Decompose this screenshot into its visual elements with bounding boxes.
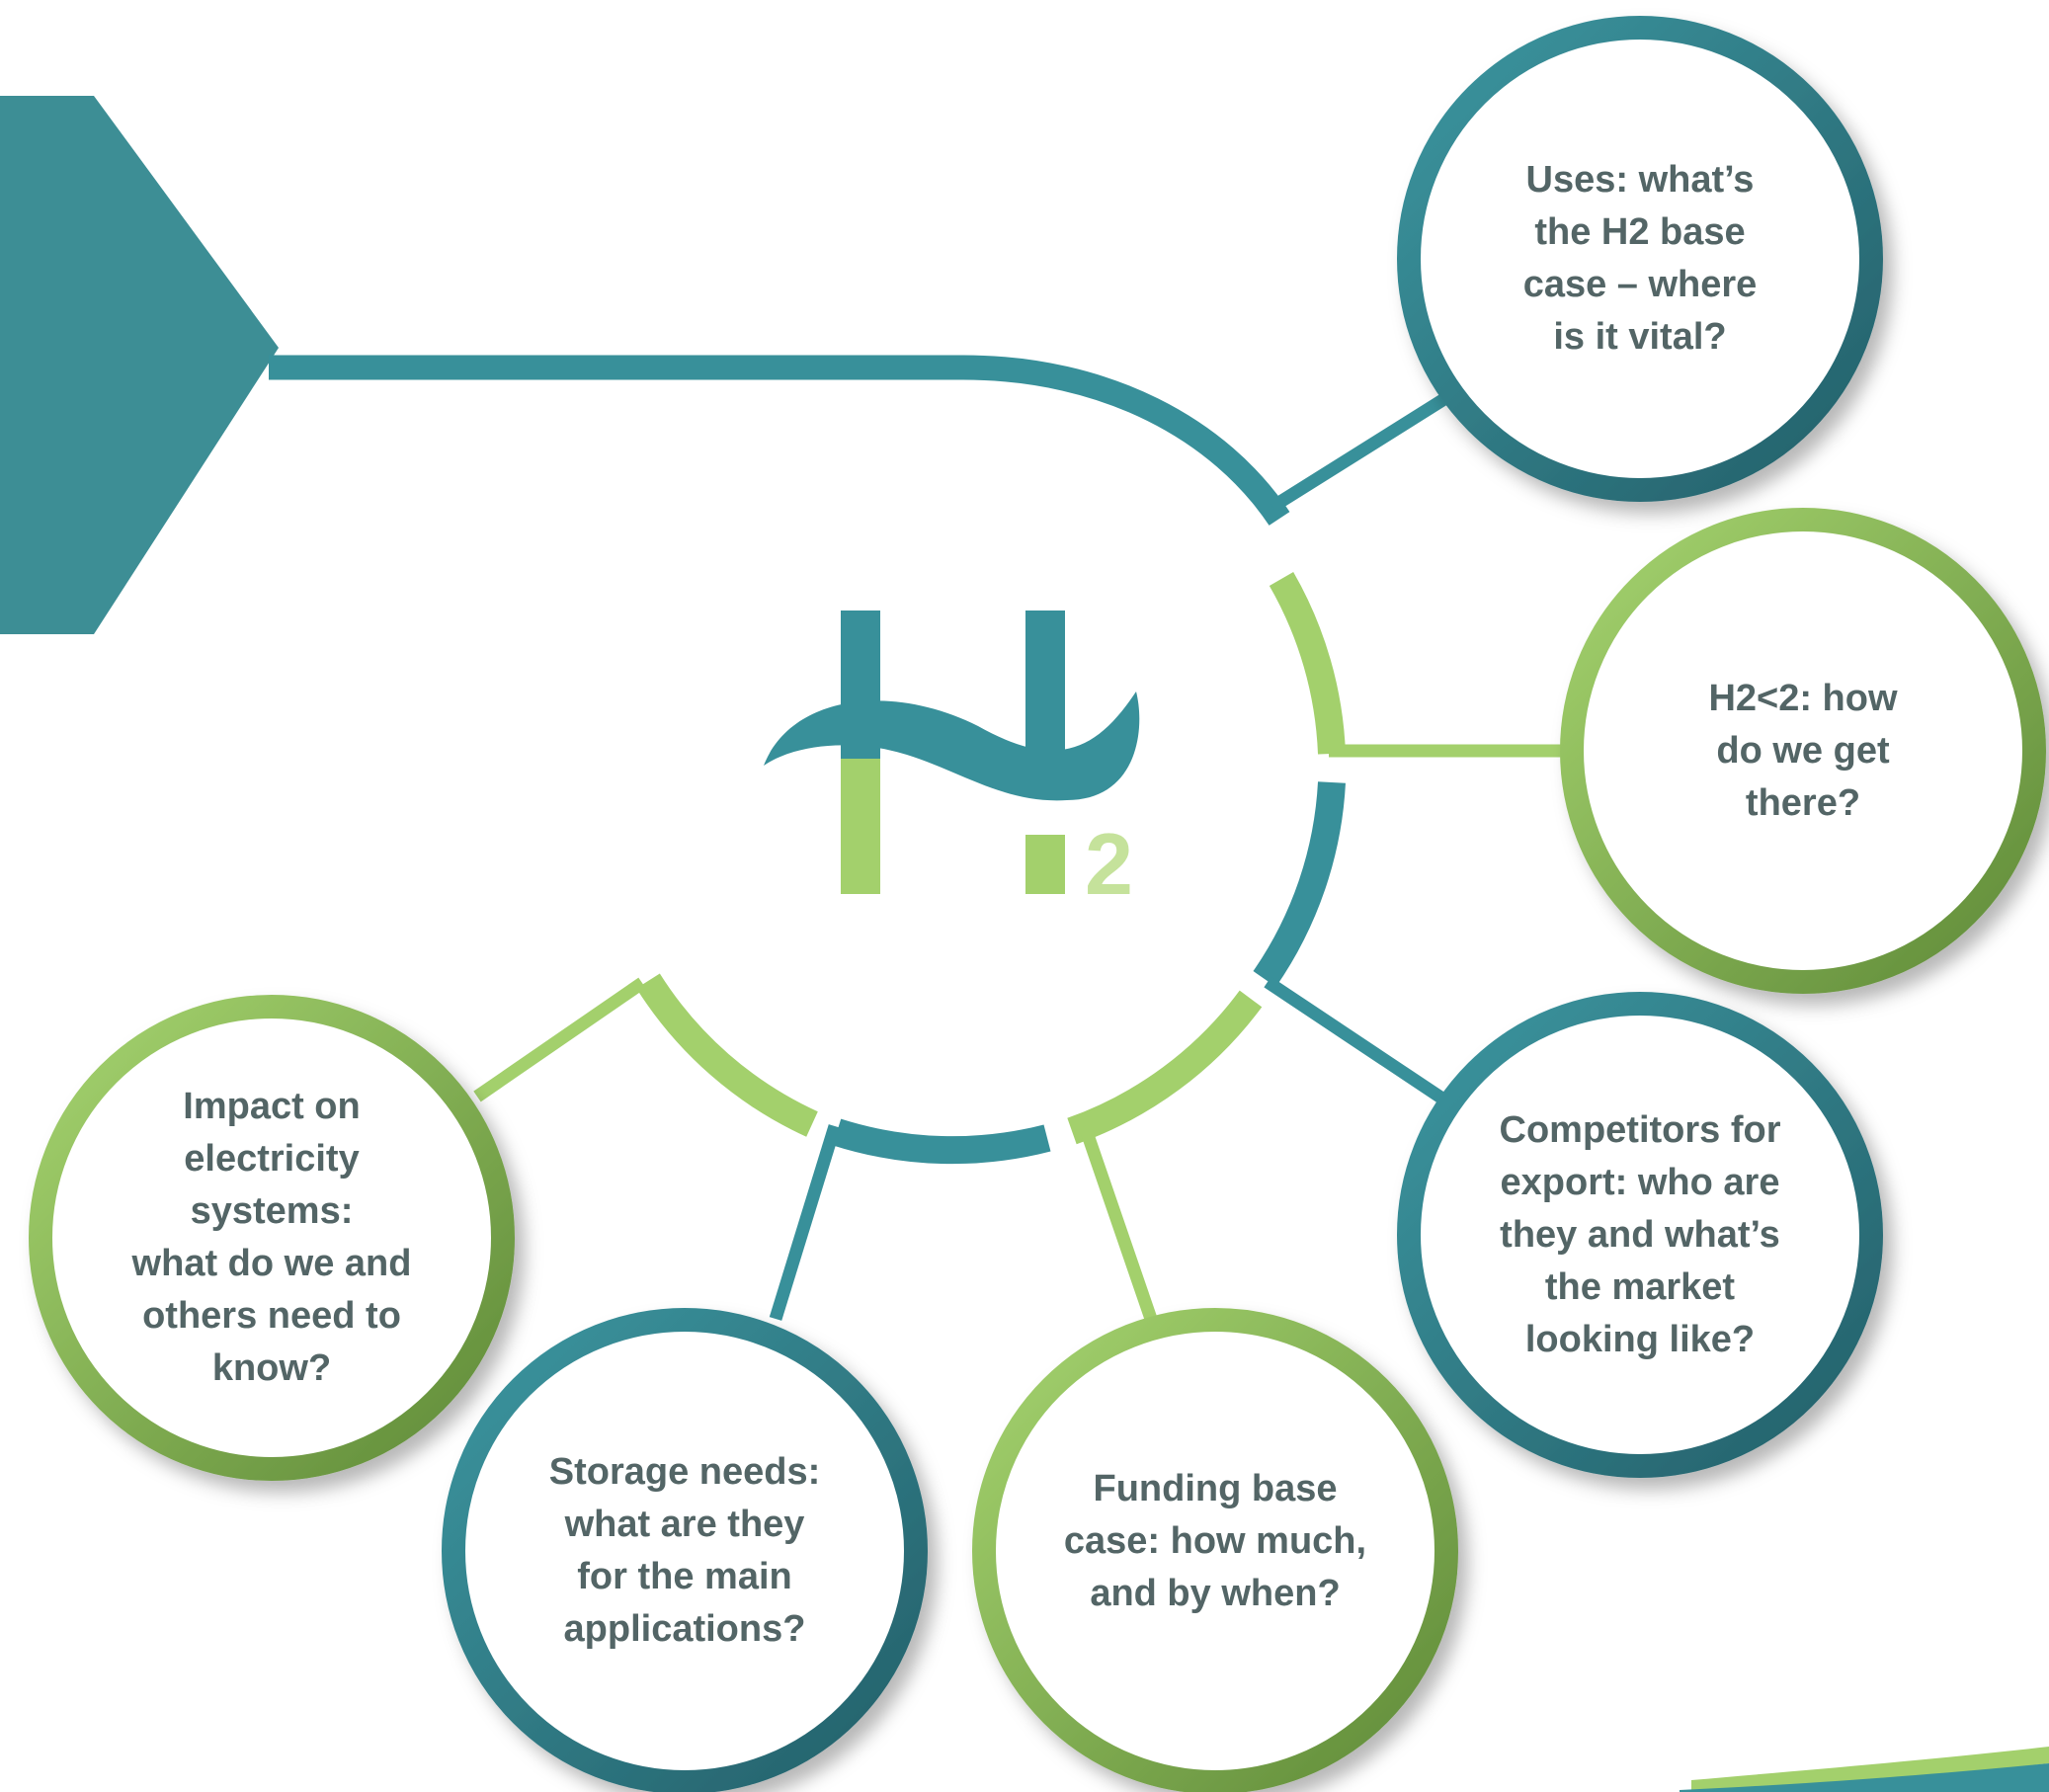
bubble-ring-uses bbox=[1397, 16, 1883, 502]
node-competitors: Competitors for export: who are they and… bbox=[1413, 1008, 1867, 1462]
bubble-ring-competitors bbox=[1397, 992, 1883, 1478]
arrow-banner bbox=[0, 96, 279, 634]
node-impact: Impact on electricity systems: what do w… bbox=[44, 1011, 499, 1465]
node-h2-less-2: H2<2: how do we get there? bbox=[1576, 524, 2030, 978]
corner-stripe-teal bbox=[1680, 1763, 2049, 1792]
bubble-ring-h2-less-2 bbox=[1560, 508, 2046, 994]
hub-arc-upper-right bbox=[1269, 572, 1346, 755]
spoke-uses bbox=[1269, 391, 1451, 513]
bubble-ring-funding bbox=[972, 1308, 1458, 1792]
spoke-competitors bbox=[1264, 976, 1446, 1104]
h2-logo bbox=[764, 611, 1140, 894]
node-competitors-label: Competitors for export: who are they and… bbox=[1499, 1108, 1781, 1360]
hub-arc-lower-left bbox=[636, 973, 818, 1137]
h-wave bbox=[764, 692, 1140, 801]
bubble-ring-impact bbox=[29, 995, 515, 1481]
h-left-bar-top bbox=[841, 611, 880, 778]
bubble-ring-storage bbox=[442, 1308, 928, 1792]
hub-ring bbox=[636, 572, 1346, 1165]
node-storage-label: Storage needs: what are they for the mai… bbox=[548, 1451, 821, 1650]
node-funding-label: Funding base case: how much, and by when… bbox=[1063, 1467, 1367, 1614]
node-storage: Storage needs: what are they for the mai… bbox=[457, 1324, 912, 1778]
bubble-rings bbox=[29, 16, 2046, 1792]
hub-arc-bottom bbox=[832, 1118, 1051, 1165]
corner-stripe-green bbox=[1691, 1747, 2049, 1790]
node-uses: Uses: what’s the H2 base case – where is… bbox=[1413, 32, 1867, 486]
spoke-impact bbox=[473, 977, 646, 1102]
h2-subscript: 2 bbox=[1085, 815, 1133, 913]
hub-arc-lower-right bbox=[1067, 990, 1263, 1145]
node-funding: Funding base case: how much, and by when… bbox=[988, 1314, 1442, 1768]
spoke-funding bbox=[1078, 1123, 1158, 1322]
node-h2-less-2-label: H2<2: how do we get there? bbox=[1708, 677, 1898, 824]
spoke-storage bbox=[769, 1124, 842, 1321]
h-left-bar-bottom bbox=[841, 759, 880, 894]
node-impact-label: Impact on electricity systems: what do w… bbox=[131, 1086, 412, 1389]
banner-connector bbox=[269, 355, 1290, 526]
h-right-bar-bottom bbox=[1025, 835, 1065, 894]
node-uses-label: Uses: what’s the H2 base case – where is… bbox=[1522, 159, 1758, 358]
hub-arc-right bbox=[1253, 781, 1346, 987]
spokes bbox=[473, 391, 1566, 1322]
